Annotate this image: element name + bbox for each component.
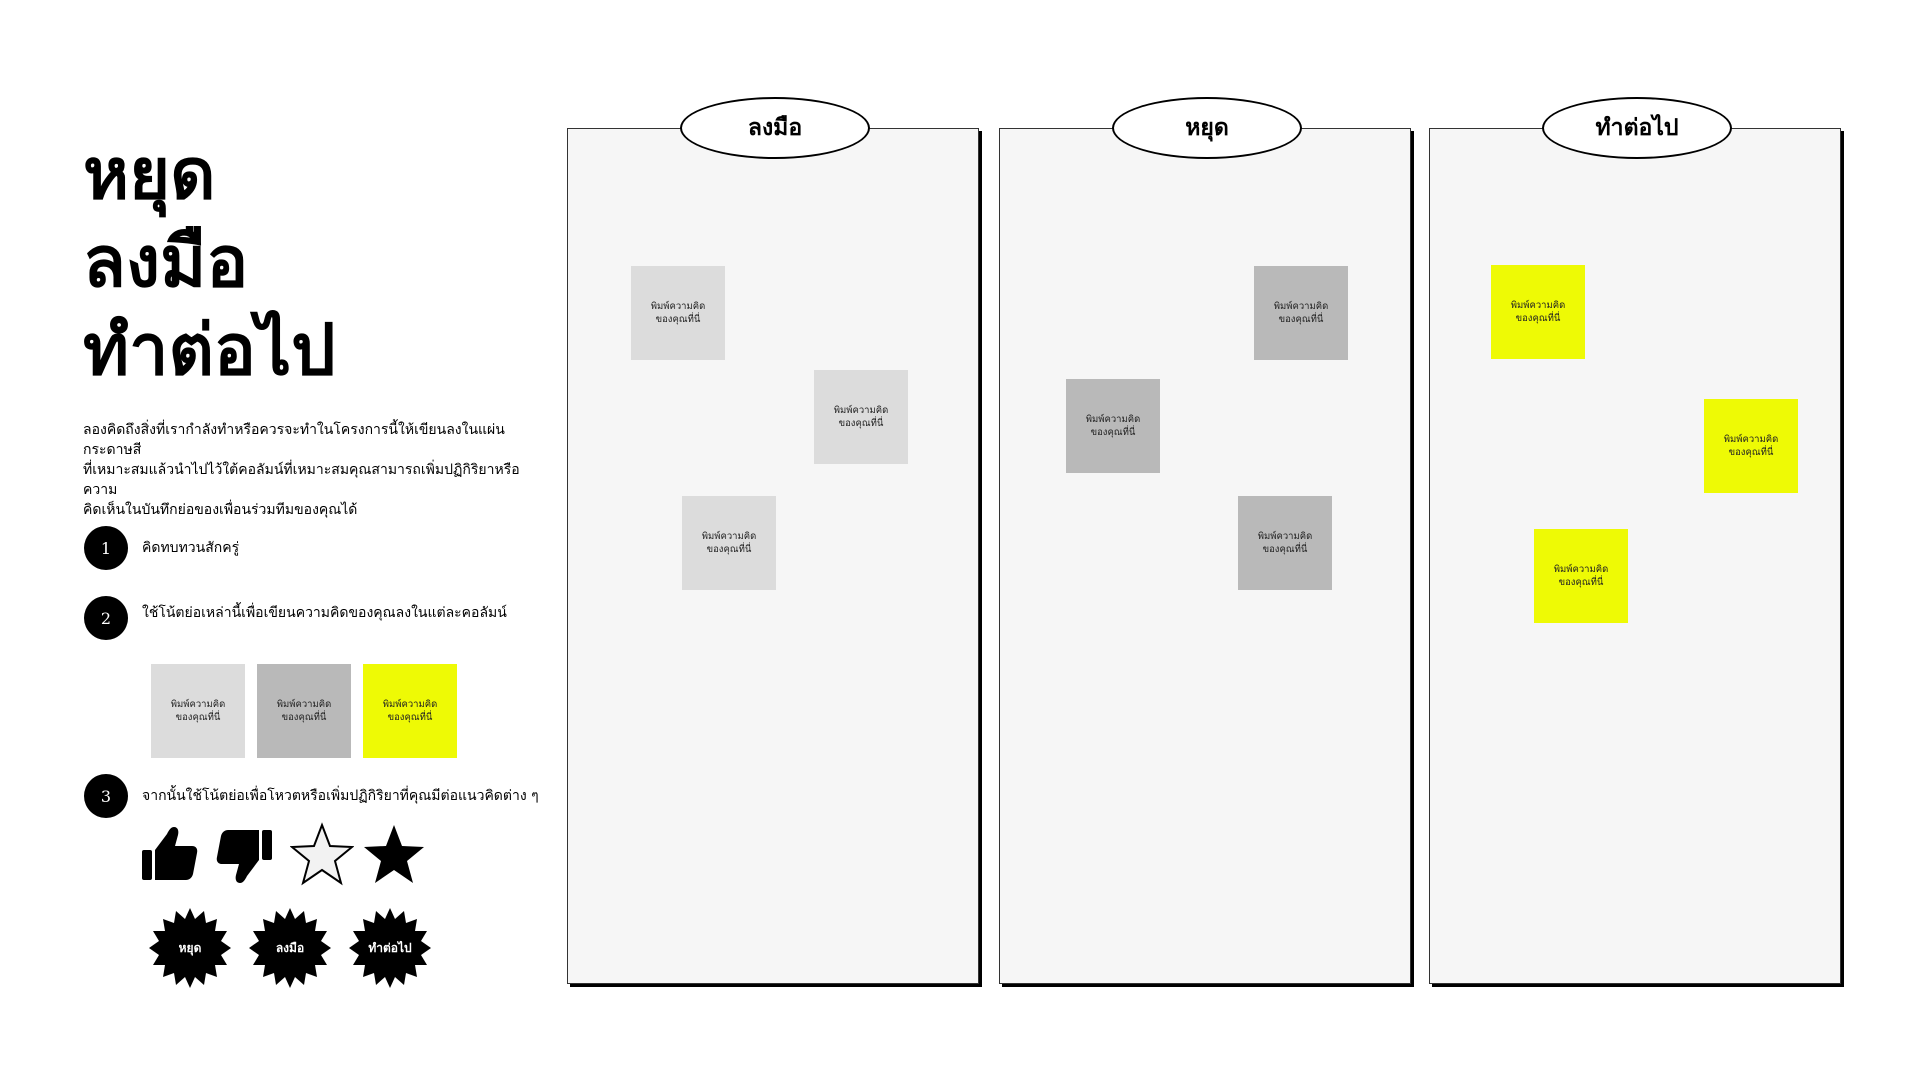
note-text: ของคุณที่นี่ [706,544,752,555]
instructions-line: ที่เหมาะสมแล้วนำไปไว้ใต้คอลัมน์ที่เหมาะส… [83,462,520,498]
sticky-note[interactable]: พิมพ์ความคิดของคุณที่นี่ [1491,265,1585,359]
note-text: พิมพ์ความคิด [1273,301,1329,312]
sticky-note[interactable]: พิมพ์ความคิดของคุณที่นี่ [1704,399,1798,493]
sticky-note[interactable]: พิมพ์ความคิดของคุณที่นี่ [1066,379,1160,473]
note-text: พิมพ์ความคิด [170,699,226,710]
instructions-paragraph: ลองคิดถึงสิ่งที่เรากำลังทำหรือควรจะทำในโ… [83,420,533,520]
instructions-line: ลองคิดถึงสิ่งที่เรากำลังทำหรือควรจะทำในโ… [83,422,505,458]
note-text: ของคุณที่นี่ [1278,314,1324,325]
page-title: หยุด ลงมือ ทำต่อไป [83,130,336,394]
step-1-badge: 1 [84,526,128,570]
column-header-continue: ทำต่อไป [1542,97,1732,159]
note-text: ของคุณที่นี่ [387,712,433,723]
step-3-text: จากนั้นใช้โน้ตย่อเพื่อโหวตหรือเพิ่มปฏิกิ… [142,788,539,804]
burst-shape-icon [149,908,231,988]
title-line-continue: ทำต่อไป [83,309,336,391]
note-text: พิมพ์ความคิด [650,301,706,312]
sticky-note[interactable]: พิมพ์ความคิดของคุณที่นี่ [814,370,908,464]
start-badge-label: ลงมือ [275,940,305,955]
continue-badge-label: ทำต่อไป [368,940,412,955]
burst-shape-icon [349,908,431,988]
step-2-badge: 2 [84,596,128,640]
note-text: ของคุณที่นี่ [281,712,327,723]
note-text: ของคุณที่นี่ [838,418,884,429]
note-text: พิมพ์ความคิด [1085,414,1141,425]
note-text: พิมพ์ความคิด [1723,434,1779,445]
column-header-stop: หยุด [1112,97,1302,159]
note-text: พิมพ์ความคิด [1257,531,1313,542]
thumbs-up-icon[interactable] [140,824,200,884]
sample-sticky-note-gray[interactable]: พิมพ์ความคิดของคุณที่นี่ [257,664,351,758]
start-badge[interactable]: ลงมือ [248,906,332,990]
note-text: ของคุณที่นี่ [1090,427,1136,438]
star-outline-icon[interactable] [290,822,354,886]
note-text: ของคุณที่นี่ [1515,313,1561,324]
title-line-start: ลงมือ [83,221,249,303]
column-stop[interactable]: พิมพ์ความคิดของคุณที่นี่ พิมพ์ความคิดของ… [999,128,1411,984]
sample-sticky-note-light[interactable]: พิมพ์ความคิดของคุณที่นี่ [151,664,245,758]
continue-badge[interactable]: ทำต่อไป [348,906,432,990]
note-text: ของคุณที่นี่ [1728,447,1774,458]
note-text: พิมพ์ความคิด [833,405,889,416]
sticky-note[interactable]: พิมพ์ความคิดของคุณที่นี่ [1254,266,1348,360]
step-2-text: ใช้โน้ตย่อเหล่านี้เพื่อเขียนความคิดของคุ… [142,605,507,621]
note-text: ของคุณที่นี่ [1262,544,1308,555]
star-filled-icon[interactable] [362,822,426,886]
note-text: ของคุณที่นี่ [1558,577,1604,588]
column-start[interactable]: พิมพ์ความคิดของคุณที่นี่ พิมพ์ความคิดของ… [567,128,979,984]
burst-shape-icon [249,908,331,988]
sample-sticky-note-yellow[interactable]: พิมพ์ความคิดของคุณที่นี่ [363,664,457,758]
step-1-text: คิดทบทวนสักครู่ [142,540,240,556]
sticky-note[interactable]: พิมพ์ความคิดของคุณที่นี่ [1534,529,1628,623]
note-text: ของคุณที่นี่ [655,314,701,325]
sticky-note[interactable]: พิมพ์ความคิดของคุณที่นี่ [682,496,776,590]
instructions-line: คิดเห็นในบันทึกย่อของเพื่อนร่วมทีมของคุณ… [83,502,358,518]
column-header-start: ลงมือ [680,97,870,159]
note-text: พิมพ์ความคิด [382,699,438,710]
note-text: พิมพ์ความคิด [701,531,757,542]
title-line-stop: หยุด [83,133,216,215]
column-continue[interactable]: พิมพ์ความคิดของคุณที่นี่ พิมพ์ความคิดของ… [1429,128,1841,984]
sticky-note[interactable]: พิมพ์ความคิดของคุณที่นี่ [1238,496,1332,590]
sticky-note[interactable]: พิมพ์ความคิดของคุณที่นี่ [631,266,725,360]
stop-badge-label: หยุด [178,940,202,955]
note-text: พิมพ์ความคิด [1510,300,1566,311]
stop-badge[interactable]: หยุด [148,906,232,990]
step-3-badge: 3 [84,774,128,818]
note-text: พิมพ์ความคิด [1553,564,1609,575]
note-text: พิมพ์ความคิด [276,699,332,710]
note-text: ของคุณที่นี่ [175,712,221,723]
thumbs-down-icon[interactable] [214,826,274,886]
